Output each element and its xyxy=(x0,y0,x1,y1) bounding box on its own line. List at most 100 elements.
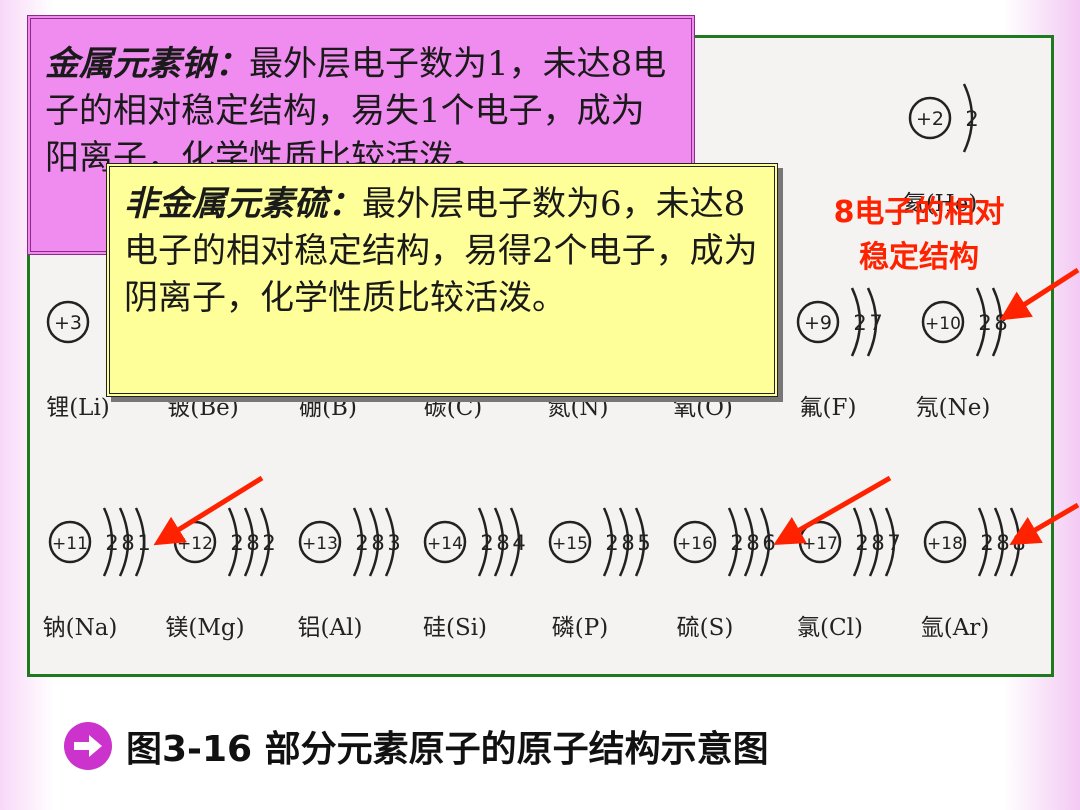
figure-caption: 图3-16 部分元素原子的原子结构示意图 xyxy=(64,716,769,776)
nucleus-circle xyxy=(923,520,967,564)
shell-electron-count: 2 xyxy=(262,531,275,555)
shell-electron-count: 8 xyxy=(994,311,1007,335)
electron-shell-arc xyxy=(850,287,862,357)
element-label: 氮(N) xyxy=(547,395,608,421)
shell-electron-count: 8 xyxy=(871,531,884,555)
nucleus-charge: +10 xyxy=(925,314,961,334)
shell-electron-count: 3 xyxy=(387,531,400,555)
nucleus-charge: +14 xyxy=(427,534,463,554)
electron-shell-arc xyxy=(134,507,146,577)
arrow-to-sulfur xyxy=(773,475,892,545)
nucleus-circle xyxy=(423,520,467,564)
nucleus-charge: +16 xyxy=(677,534,713,554)
nucleus-charge: +9 xyxy=(804,312,832,334)
element-label: 碳(C) xyxy=(424,395,483,421)
nucleus-circle xyxy=(908,96,952,140)
shell-electron-count: 8 xyxy=(496,531,509,555)
caption-text: 图3-16 部分元素原子的原子结构示意图 xyxy=(126,729,769,770)
element-label: 氯(Cl) xyxy=(797,615,863,641)
element-label: 氦(He) xyxy=(903,191,978,217)
element-label: 氩(Ar) xyxy=(921,615,990,641)
shell-electron-count: 2 xyxy=(853,311,866,335)
metal-callout-text: 最外层电子数为1，未达8电子的相对稳定结构，易失1个电子，成为阳离子，化学性质比… xyxy=(45,44,667,178)
electron-shell-arc xyxy=(634,507,646,577)
metal-callout-title: 金属元素钠： xyxy=(45,44,249,84)
shell-electron-count: 7 xyxy=(887,531,900,555)
shell-electron-count: 8 xyxy=(996,531,1009,555)
shell-electron-count: 8 xyxy=(246,531,259,555)
element-label: 钠(Na) xyxy=(43,615,118,641)
electron-shell-arc xyxy=(993,507,1005,577)
shell-electron-count: 2 xyxy=(980,531,993,555)
shell-electron-count: 7 xyxy=(869,311,882,335)
electron-shell-arc xyxy=(118,507,130,577)
nucleus-charge: +13 xyxy=(302,534,338,554)
element-label: 磷(P) xyxy=(552,615,608,641)
shell-electron-count: 8 xyxy=(371,531,384,555)
electron-shell-arc xyxy=(102,507,114,577)
electron-shell-arc xyxy=(727,507,739,577)
shell-electron-count: 6 xyxy=(762,531,775,555)
electron-shell-arc xyxy=(509,507,521,577)
arrow-to-argon xyxy=(1009,502,1080,546)
electron-shell-arc xyxy=(493,507,505,577)
nucleus-charge: +18 xyxy=(927,534,963,554)
shell-electron-count: 2 xyxy=(230,531,243,555)
element-label: 铝(Al) xyxy=(298,615,363,641)
element-label: 硅(Si) xyxy=(423,615,487,641)
shell-electron-count: 4 xyxy=(512,531,525,555)
nucleus-circle xyxy=(46,300,90,344)
element-label: 硼(B) xyxy=(299,395,357,421)
nucleus-circle xyxy=(48,520,92,564)
shell-electron-count: 2 xyxy=(355,531,368,555)
nucleus-charge: +12 xyxy=(177,534,213,554)
shell-electron-count: 2 xyxy=(605,531,618,555)
electron-shell-arc xyxy=(352,507,364,577)
nucleus-charge: +17 xyxy=(802,534,838,554)
element-label: 氖(Ne) xyxy=(916,395,991,421)
electron-shell-arc xyxy=(884,507,896,577)
arrow-to-sodium xyxy=(153,475,264,546)
element-label: 镁(Mg) xyxy=(165,615,244,641)
electron-shell-arc xyxy=(743,507,755,577)
nucleus-circle xyxy=(673,520,717,564)
element-label: 硫(S) xyxy=(677,615,734,641)
stable-structure-note: 8电子的相对稳定结构 xyxy=(833,195,1005,275)
shell-electron-count: 8 xyxy=(121,531,134,555)
nucleus-circle xyxy=(921,300,965,344)
shell-electron-count: 2 xyxy=(730,531,743,555)
electron-shell-arc xyxy=(868,507,880,577)
electron-shell-arc xyxy=(962,83,974,153)
nucleus-circle xyxy=(548,520,592,564)
electron-shell-arc xyxy=(618,507,630,577)
electron-shell-arc xyxy=(975,287,987,357)
shell-electron-count: 8 xyxy=(746,531,759,555)
shell-electron-count: 2 xyxy=(105,531,118,555)
electron-shell-arc xyxy=(866,287,878,357)
nonmetal-callout-text: 最外层电子数为6，未达8电子的相对稳定结构，易得2个电子，成为阴离子，化学性质比… xyxy=(124,184,758,318)
shell-electron-count: 2 xyxy=(480,531,493,555)
nucleus-circle xyxy=(298,520,342,564)
nucleus-charge: +2 xyxy=(916,108,944,130)
nucleus-charge: +3 xyxy=(54,312,82,334)
nucleus-charge: +15 xyxy=(552,534,588,554)
element-label: 铍(Be) xyxy=(167,395,238,421)
electron-shell-arc xyxy=(384,507,396,577)
element-label: 氟(F) xyxy=(800,395,857,421)
electron-shell-arc xyxy=(477,507,489,577)
shell-electron-count: 2 xyxy=(978,311,991,335)
right-arrow-circle-icon xyxy=(64,722,112,770)
nonmetal-sulfur-callout: 非金属元素硫：最外层电子数为6，未达8电子的相对稳定结构，易得2个电子，成为阴离… xyxy=(106,163,778,397)
nucleus-circle xyxy=(796,300,840,344)
arrow-to-neon xyxy=(999,267,1080,321)
shell-electron-count: 2 xyxy=(855,531,868,555)
electron-shell-arc xyxy=(259,507,271,577)
electron-shell-arc xyxy=(759,507,771,577)
electron-shell-arc xyxy=(977,507,989,577)
shell-electron-count: 2 xyxy=(965,107,978,131)
shell-electron-count: 8 xyxy=(621,531,634,555)
electron-shell-arc xyxy=(852,507,864,577)
element-label: 氧(O) xyxy=(673,395,733,421)
shell-electron-count: 5 xyxy=(637,531,650,555)
